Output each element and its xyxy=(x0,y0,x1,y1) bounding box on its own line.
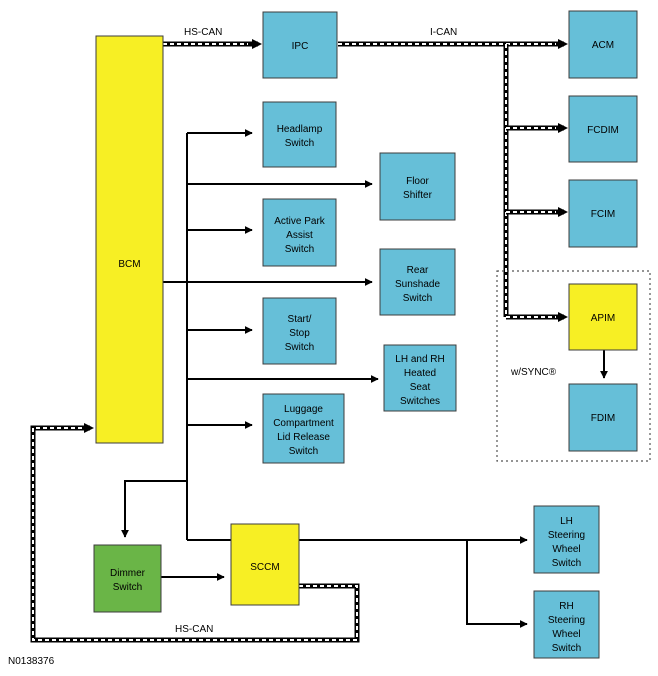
sccm-module[interactable]: SCCM xyxy=(230,523,300,606)
apim-label: APIM xyxy=(591,313,615,324)
active-park-label-3: Switch xyxy=(285,244,314,255)
headlamp-label-2: Switch xyxy=(285,138,314,149)
rh-steering-label-4: Switch xyxy=(552,643,581,654)
start-stop-label-3: Switch xyxy=(285,342,314,353)
fcdim-module[interactable]: FCDIM xyxy=(568,95,638,163)
hs-can-bottom-label: HS-CAN xyxy=(175,624,213,635)
sync-option-region xyxy=(496,270,651,462)
floor-shifter[interactable]: Floor Shifter xyxy=(379,152,456,221)
luggage-label-4: Switch xyxy=(289,446,318,457)
rear-sunshade-label-1: Rear xyxy=(407,265,429,276)
lh-steering-label-1: LH xyxy=(560,516,573,527)
figure-code: N0138376 xyxy=(8,656,55,667)
headlamp-switch[interactable]: Headlamp Switch xyxy=(262,101,337,168)
luggage-label-3: Lid Release xyxy=(277,432,330,443)
active-park-assist-switch[interactable]: Active Park Assist Switch xyxy=(262,198,337,267)
i-can-label: I-CAN xyxy=(430,27,457,38)
rear-sunshade-label-3: Switch xyxy=(403,293,432,304)
dimmer-label-2: Switch xyxy=(113,582,142,593)
hs-can-bus-bottom xyxy=(30,423,360,643)
lh-steering-label-3: Wheel xyxy=(552,544,580,555)
rh-steering-label-2: Steering xyxy=(548,615,585,626)
fcim-module[interactable]: FCIM xyxy=(568,179,638,248)
start-stop-label-2: Stop xyxy=(289,328,310,339)
apim-module[interactable]: APIM xyxy=(568,283,638,351)
hardwire-connections xyxy=(121,129,608,628)
active-park-label-1: Active Park xyxy=(274,216,326,227)
luggage-label-1: Luggage xyxy=(284,404,323,415)
fcdim-label: FCDIM xyxy=(587,125,619,136)
rear-sunshade-label-2: Sunshade xyxy=(395,279,440,290)
dimmer-label-1: Dimmer xyxy=(110,568,146,579)
i-can-bus xyxy=(338,39,568,322)
heated-seat-label-4: Switches xyxy=(400,396,440,407)
lh-steering-wheel-switch[interactable]: LH Steering Wheel Switch xyxy=(533,505,600,574)
ipc-module[interactable]: IPC xyxy=(262,11,338,79)
floor-shifter-label-1: Floor xyxy=(406,176,429,187)
rear-sunshade-switch[interactable]: Rear Sunshade Switch xyxy=(379,248,456,316)
heated-seat-switches[interactable]: LH and RH Heated Seat Switches xyxy=(383,344,457,412)
bcm-label: BCM xyxy=(118,259,140,270)
active-park-label-2: Assist xyxy=(286,230,313,241)
luggage-compartment-switch[interactable]: Luggage Compartment Lid Release Switch xyxy=(262,393,345,464)
ipc-label: IPC xyxy=(292,41,309,52)
rh-steering-label-3: Wheel xyxy=(552,629,580,640)
bcm-module[interactable]: BCM xyxy=(95,35,164,444)
dimmer-switch[interactable]: Dimmer Switch xyxy=(93,544,162,613)
headlamp-label-1: Headlamp xyxy=(277,124,323,135)
start-stop-label-1: Start/ xyxy=(288,314,312,325)
sync-label: w/SYNC® xyxy=(510,367,557,378)
rh-steering-wheel-switch[interactable]: RH Steering Wheel Switch xyxy=(533,590,600,659)
luggage-label-2: Compartment xyxy=(273,418,334,429)
lh-steering-label-2: Steering xyxy=(548,530,585,541)
heated-seat-label-3: Seat xyxy=(410,382,431,393)
fdim-label: FDIM xyxy=(591,413,615,424)
hs-can-top-label: HS-CAN xyxy=(184,27,222,38)
fcim-label: FCIM xyxy=(591,209,615,220)
fdim-module[interactable]: FDIM xyxy=(568,383,638,452)
rh-steering-label-1: RH xyxy=(559,601,573,612)
acm-module[interactable]: ACM xyxy=(568,10,638,79)
floor-shifter-label-2: Shifter xyxy=(403,190,433,201)
start-stop-switch[interactable]: Start/ Stop Switch xyxy=(262,297,337,365)
can-buses xyxy=(30,39,568,643)
acm-label: ACM xyxy=(592,40,614,51)
hs-can-bus-top xyxy=(163,39,262,49)
lh-steering-label-4: Switch xyxy=(552,558,581,569)
heated-seat-label-2: Heated xyxy=(404,368,436,379)
sccm-label: SCCM xyxy=(250,562,279,573)
heated-seat-label-1: LH and RH xyxy=(395,354,444,365)
